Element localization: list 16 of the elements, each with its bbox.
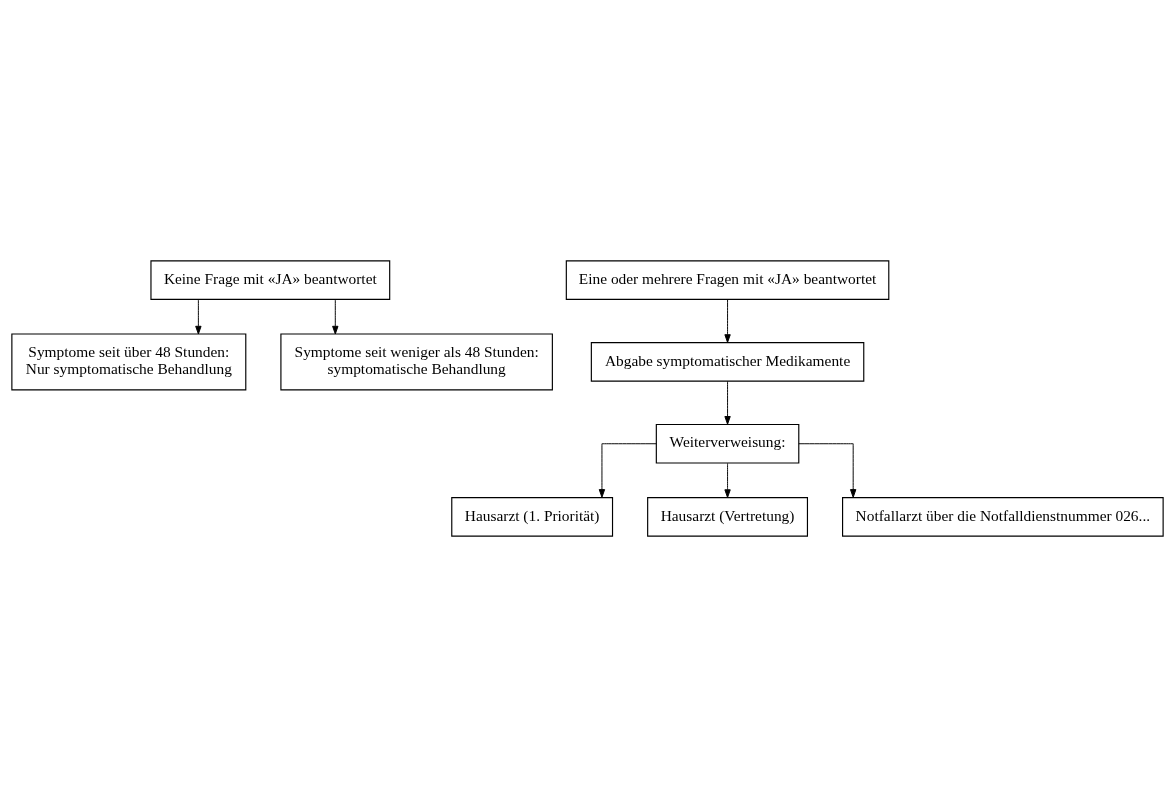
arrow xyxy=(798,442,857,498)
node-box: Symptome seit über 48 Stunden: Nur symptomatische Behandlung xyxy=(11,332,247,390)
node-box: Eine oder mehrere Fragen mit «JA» beantwortet xyxy=(565,259,890,300)
node-box: Hausarzt (Vertretung) xyxy=(647,496,809,537)
node-box: Abgabe symptomatischer Medikamente xyxy=(590,341,865,382)
node-box: Hausarzt (1. Priorität) xyxy=(451,496,614,537)
node-box: Notfallarzt über die Notfalldienstnummer 026... xyxy=(842,496,1164,537)
arrow xyxy=(195,298,202,334)
arrow xyxy=(724,380,731,425)
node-box: Weiterverweisung: xyxy=(655,423,800,464)
arrow xyxy=(724,298,731,343)
arrow xyxy=(724,462,731,498)
node-box: Keine Frage mit «JA» beantwortet xyxy=(150,259,391,300)
arrow xyxy=(598,442,657,498)
node-box: Symptome seit weniger als 48 Stunden: symptomatische Behandlung xyxy=(280,332,553,390)
arrow xyxy=(332,298,339,334)
